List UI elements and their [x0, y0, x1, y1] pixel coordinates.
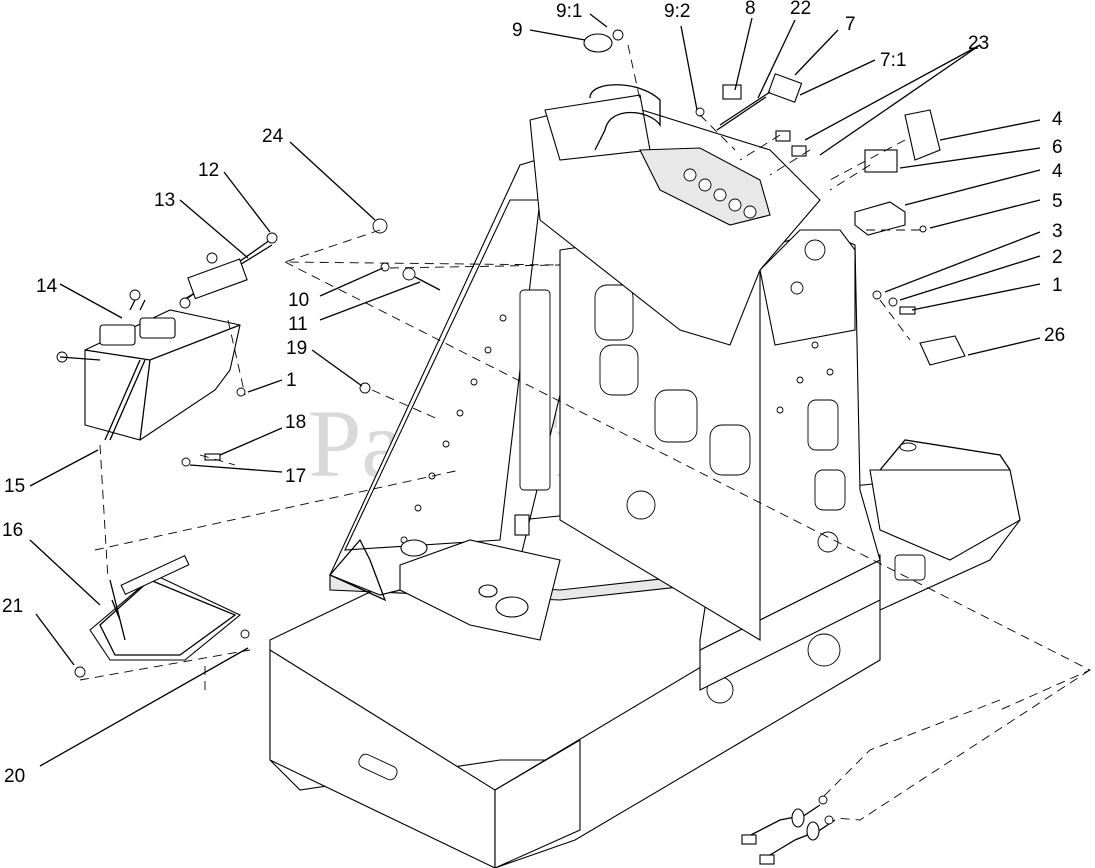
callout-19: 19 [286, 338, 307, 359]
callout-6: 6 [1052, 137, 1063, 158]
callout-1-left: 1 [286, 370, 297, 391]
assembly-lines [79, 44, 1092, 821]
tank-area [399, 514, 561, 641]
callout-3: 3 [1052, 221, 1063, 242]
battery-assembly [56, 232, 278, 441]
callout-11: 11 [288, 314, 308, 335]
callout-14: 14 [36, 276, 58, 297]
callout-15: 15 [4, 476, 25, 497]
callout-7-1: 7:1 [880, 50, 906, 71]
callout-18: 18 [285, 412, 306, 433]
wire-harness [741, 795, 836, 865]
frame-top-console [529, 84, 821, 346]
callout-9-1: 9:1 [556, 1, 582, 22]
callout-9-2: 9:2 [664, 1, 690, 22]
callout-13: 13 [154, 190, 175, 211]
callout-1-right: 1 [1052, 275, 1063, 296]
callout-2: 2 [1052, 247, 1063, 268]
small-parts-left [181, 218, 441, 467]
leader-lines [29, 13, 1041, 767]
callout-4-lower: 4 [1052, 161, 1063, 182]
callout-22: 22 [790, 0, 811, 19]
small-parts-top [583, 29, 966, 366]
callout-7: 7 [845, 14, 856, 35]
callout-12: 12 [198, 160, 219, 181]
callout-21: 21 [2, 596, 23, 617]
callout-20: 20 [4, 766, 25, 787]
callout-24: 24 [262, 126, 284, 147]
callout-17: 17 [285, 466, 306, 487]
callout-26: 26 [1044, 325, 1065, 346]
callout-23: 23 [968, 33, 989, 54]
battery-tray [74, 554, 250, 678]
callout-5: 5 [1052, 191, 1063, 212]
callout-8: 8 [745, 0, 756, 19]
callout-4-upper: 4 [1052, 109, 1063, 130]
callout-9: 9 [512, 20, 523, 41]
callout-16: 16 [2, 520, 23, 541]
callout-labels: 9:1 9 9:2 8 22 7 7:1 23 4 6 4 5 3 2 1 26… [2, 0, 1065, 787]
callout-10: 10 [288, 290, 309, 311]
